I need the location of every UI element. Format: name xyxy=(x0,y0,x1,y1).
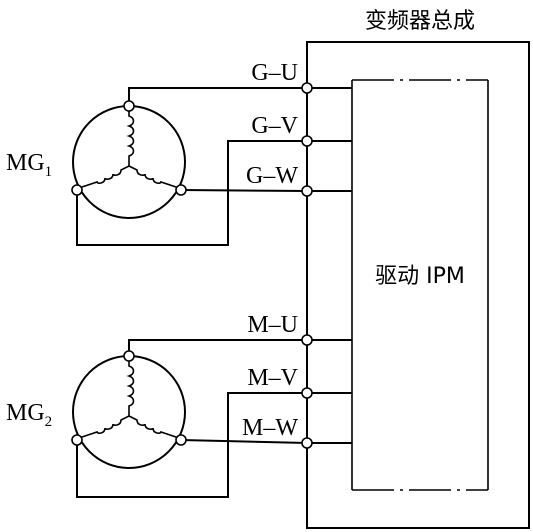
terminal-gw-node xyxy=(301,185,313,197)
inverter-assembly-title: 变频器总成 xyxy=(365,9,475,34)
driver-ipm-label: 驱动 IPM xyxy=(375,264,465,289)
terminal-gu-label: G–U xyxy=(251,60,298,86)
terminal-mu-label: M–U xyxy=(247,312,298,338)
terminal-mw-node xyxy=(301,437,313,449)
ipm-input-wires xyxy=(307,87,352,444)
terminal-mu-node xyxy=(301,334,313,346)
terminal-mv-label: M–V xyxy=(247,365,298,391)
driver-ipm-box xyxy=(351,79,489,491)
motor-mg1 xyxy=(71,87,308,246)
terminal-mv-node xyxy=(301,387,313,399)
terminal-mw-label: M–W xyxy=(242,415,298,441)
motor-mg1-label: MG1 xyxy=(6,150,52,180)
terminal-gv-node xyxy=(301,135,313,147)
terminal-gu-node xyxy=(301,82,313,94)
terminal-gw-label: G–W xyxy=(246,163,298,189)
motor-mg2-label: MG2 xyxy=(6,400,52,430)
terminal-gv-label: G–V xyxy=(251,113,298,139)
terminal-nodes xyxy=(301,82,313,449)
motor-mg2 xyxy=(71,339,308,498)
